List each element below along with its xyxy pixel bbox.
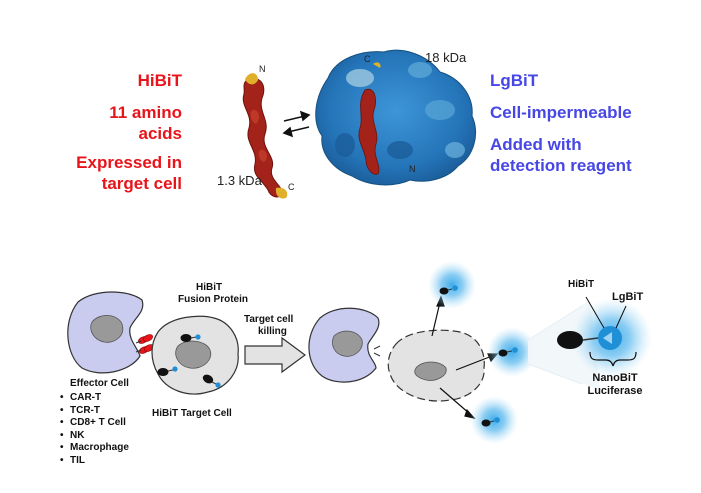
hibit-peptide-structure (242, 73, 288, 199)
lgbit-added-line1: Added with (490, 135, 582, 154)
luminescent-complex (428, 261, 476, 309)
target-nucleus (175, 340, 212, 369)
effector-type-item: TIL (60, 455, 170, 468)
hibit-pointer (585, 296, 605, 329)
killing-label: Target cell killing (244, 314, 324, 338)
hibit-size-line1: 11 amino (109, 103, 182, 122)
hibit-expr-line2: target cell (101, 174, 182, 193)
effector-cell-title: Effector Cell (70, 378, 129, 389)
lgbit-title: LgBiT (490, 71, 539, 90)
nanobit-line1: NanoBiT (592, 372, 638, 384)
hibit-title: HiBiT (137, 71, 182, 90)
lgbit-small-label: LgBiT (612, 291, 644, 303)
effector-type-item: Macrophage (60, 442, 170, 455)
target-cell-label: HiBiT Target Cell (152, 408, 232, 419)
effector-type-item: CD8+ T Cell (60, 417, 170, 430)
lgbit-property: Cell-impermeable (490, 103, 632, 122)
fusion-line1: HiBiT (196, 282, 223, 293)
killing-line2: killing (258, 326, 287, 337)
killing-arrow (244, 336, 307, 374)
lgbit-added-text: Added with detection reagent (490, 134, 680, 176)
effector-type-item: CAR-T (60, 392, 170, 405)
hibit-small-label: HiBiT (568, 279, 595, 290)
peptide-mass-label: 1.3 kDa (217, 173, 263, 188)
effector-type-item: TCR-T (60, 405, 170, 418)
effector-nucleus (90, 315, 124, 343)
luminescent-complex (470, 396, 518, 444)
lgbit-added-line2: detection reagent (490, 156, 632, 175)
protein-mass-label: 18 kDa (425, 50, 467, 65)
killing-line1: Target cell (244, 314, 294, 325)
nanobit-line2: Luciferase (587, 385, 643, 397)
lgbit-n-terminus-label: N (409, 164, 416, 174)
lgbit-c-terminus-label: C (364, 54, 371, 64)
lysed-target-nucleus (414, 361, 447, 381)
hibit-size-text: 11 amino acids (60, 102, 182, 144)
hibit-size-line2: acids (138, 124, 182, 143)
fusion-protein-icon (180, 334, 201, 342)
antigen-stalks (373, 345, 381, 357)
hibit-c-terminus-label: C (288, 182, 295, 192)
antigen-stalks (135, 340, 142, 353)
effector-cell-types: CAR-T TCR-T CD8+ T Cell NK Macrophage TI… (60, 392, 170, 467)
fusion-protein-label: HiBiT Fusion Protein (178, 282, 278, 306)
equilibrium-arrows (282, 110, 311, 138)
effector-nucleus-post-kill (332, 330, 363, 357)
fusion-protein-icon (202, 374, 221, 388)
receptor-binding-icon (137, 334, 155, 354)
hibit-expr-line1: Expressed in (76, 153, 182, 172)
luminescent-complex (487, 327, 537, 377)
fusion-protein-icon (157, 366, 178, 376)
effector-type-item: NK (60, 430, 170, 443)
lgbit-pointer (615, 305, 627, 329)
hibit-n-terminus-label: N (259, 64, 266, 74)
nanobit-bracket (589, 351, 637, 367)
lgbit-protein-structure (315, 49, 476, 186)
fusion-line2: Fusion Protein (178, 294, 248, 305)
nanobit-label: NanoBiT Luciferase (580, 372, 650, 398)
hibit-expression-text: Expressed in target cell (40, 152, 182, 194)
